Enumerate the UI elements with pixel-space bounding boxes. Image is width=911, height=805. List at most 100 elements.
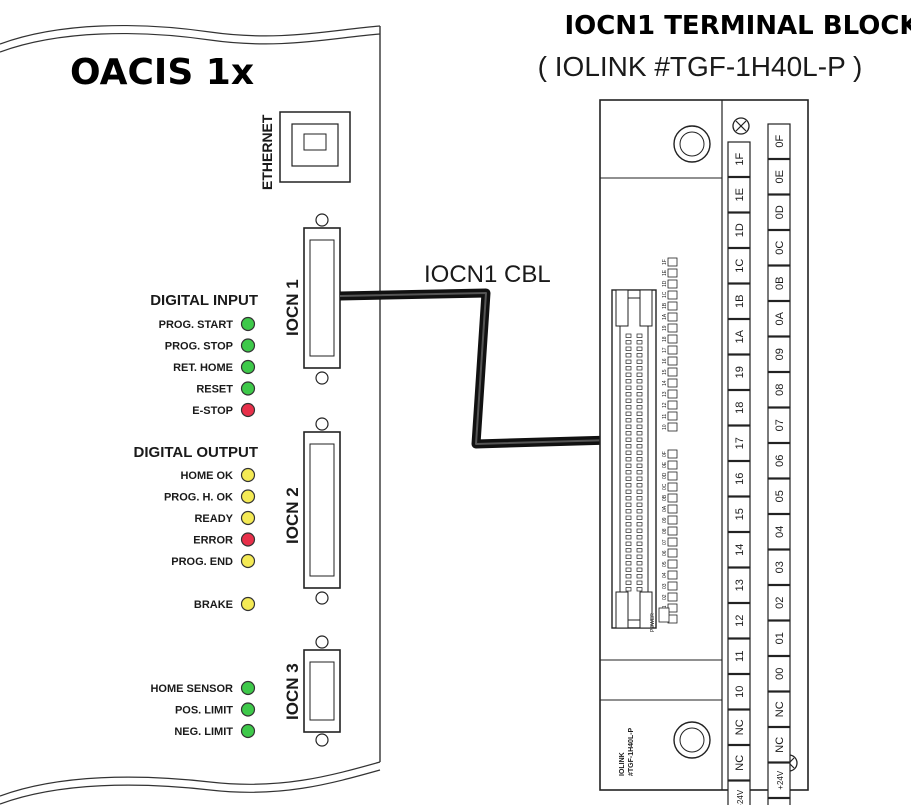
status-led — [667, 290, 678, 300]
header-pin — [625, 346, 632, 351]
terminal-screw-slot — [727, 567, 751, 604]
status-led — [667, 422, 678, 432]
terminal-label: 0F — [774, 135, 786, 148]
header-pin — [625, 418, 632, 423]
terminal-screw-slot — [727, 744, 751, 781]
status-led-label: 1D — [662, 280, 668, 287]
mount-hole-bottom — [673, 721, 711, 759]
brake-label: BRAKE — [194, 599, 233, 611]
terminal-screw-slot — [767, 442, 791, 479]
terminal-screw-slot — [727, 283, 751, 320]
terminal-screw-slot — [727, 638, 751, 675]
terminal-screw-slot — [767, 158, 791, 195]
digital-input-label: RET. HOME — [173, 362, 233, 374]
terminal-label: 1A — [734, 329, 746, 343]
header-pin — [625, 333, 632, 338]
header-pin — [625, 431, 632, 436]
digital-input-led-icon — [240, 316, 256, 332]
header-pin — [636, 418, 643, 423]
header-pin — [636, 509, 643, 514]
digital-input-led-icon — [240, 338, 256, 353]
terminal-block-title: IOCN1 TERMINAL BLOCK — [564, 11, 911, 41]
header-pin — [625, 424, 632, 429]
iocn1-cable: IOCN1 CBL — [339, 261, 613, 449]
header-pin — [636, 587, 643, 592]
terminal-screw-slot — [767, 655, 791, 692]
digital-input-label: RESET — [196, 384, 233, 396]
terminal-label: 1F — [734, 153, 746, 166]
terminal-label: 00 — [774, 668, 786, 680]
header-pin — [625, 528, 632, 533]
digital-input-led-icon — [240, 359, 256, 375]
digital-output-led-icon — [240, 510, 256, 526]
status-led — [667, 592, 678, 602]
terminal-label: 1E — [734, 188, 746, 201]
iocn1-label: IOCN 1 — [283, 279, 302, 336]
status-led-label: 11 — [662, 414, 668, 419]
terminal-screw-slot — [727, 212, 751, 249]
header-pin — [636, 476, 643, 481]
controller-title: OACIS 1x — [70, 52, 254, 93]
header-pin — [636, 541, 643, 546]
digital-input-label: PROG. STOP — [165, 341, 233, 353]
status-led — [667, 378, 678, 388]
header-pin — [636, 346, 643, 351]
terminal-label: 1C — [734, 259, 746, 273]
status-led — [667, 460, 678, 470]
iocn3-connector: IOCN 3 — [283, 635, 341, 747]
header-pin — [625, 515, 632, 520]
status-led-label: 12 — [662, 402, 668, 408]
status-led-label: 17 — [662, 347, 668, 353]
status-led-label: 1A — [662, 313, 668, 320]
terminal-label: 02 — [774, 597, 786, 609]
header-pin — [625, 580, 632, 585]
digital-input-label: E-STOP — [192, 405, 233, 417]
terminal-screw-slot — [767, 336, 791, 373]
status-led-label: 0F — [662, 451, 668, 457]
terminal-screw-slot — [727, 318, 751, 355]
status-led — [667, 367, 678, 377]
status-led — [667, 570, 678, 580]
status-led — [667, 482, 678, 492]
terminal-screw-slot — [727, 780, 751, 805]
status-led — [667, 312, 678, 322]
status-led — [667, 389, 678, 399]
terminal-screw-slot — [727, 141, 751, 178]
terminal-label: 0D — [774, 205, 786, 219]
status-led — [667, 548, 678, 558]
status-led-label: 07 — [662, 539, 668, 545]
status-led-label: 1F — [662, 259, 668, 265]
terminal-screw-slot — [727, 602, 751, 639]
header-pin — [636, 463, 643, 468]
digital-input-led-icon — [240, 381, 256, 396]
terminal-column-right: 0F0E0D0C0B0A09080706050403020100NCNC+24V… — [767, 123, 791, 805]
header-pin — [636, 548, 643, 553]
terminal-screw-slot — [767, 478, 791, 515]
terminal-label: 05 — [774, 490, 786, 502]
status-led — [667, 526, 678, 536]
digital-output-led-icon — [240, 553, 256, 569]
iocn1-connector: IOCN 1 — [283, 213, 341, 385]
status-led — [667, 356, 678, 366]
terminal-screw-slot — [767, 407, 791, 444]
terminal-screw-slot — [727, 425, 751, 462]
status-led — [667, 471, 678, 481]
header-pin — [625, 509, 632, 514]
header-pin — [625, 372, 632, 377]
terminal-block: IOCN1 TERMINAL BLOCK ( IOLINK #TGF-1H40L… — [538, 11, 911, 805]
header-pin — [625, 470, 632, 475]
sensor-led-icon — [240, 680, 256, 696]
header-pin — [636, 567, 643, 572]
header-pin — [636, 496, 643, 501]
header-pin — [636, 431, 643, 436]
header-pin — [636, 385, 643, 390]
digital-input-label: PROG. START — [159, 319, 234, 331]
status-led — [667, 301, 678, 311]
status-led — [667, 257, 678, 267]
status-led-label: 05 — [662, 561, 668, 567]
header-pin — [636, 483, 643, 488]
status-led — [667, 515, 678, 525]
iocn2-connector: IOCN 2 — [283, 417, 341, 605]
